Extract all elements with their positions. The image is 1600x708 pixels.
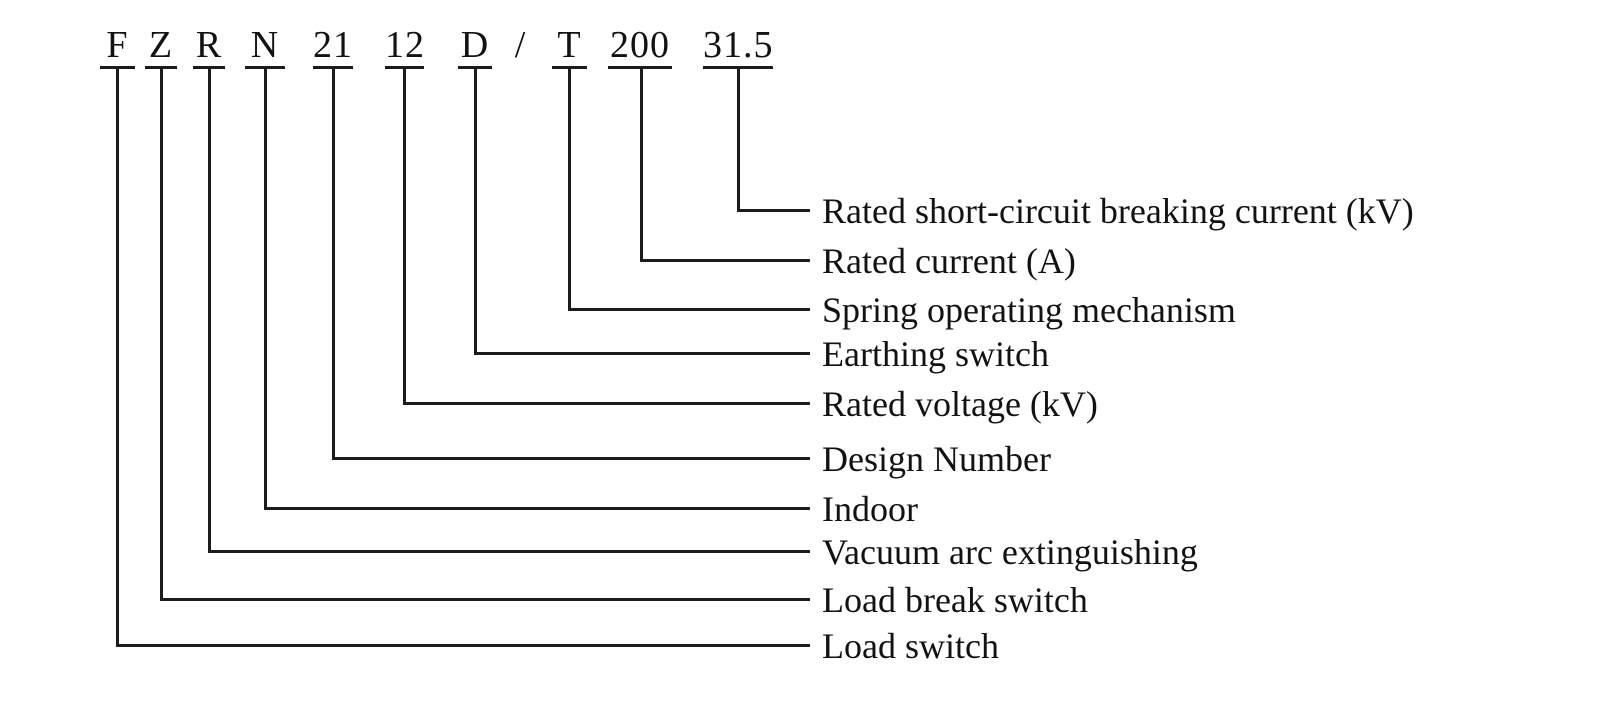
connector-t-horizontal <box>568 308 810 311</box>
connector-31-5-horizontal <box>737 209 810 212</box>
label-indoor: Indoor <box>822 489 918 529</box>
connector-12-horizontal <box>403 402 810 405</box>
connector-t-vertical <box>568 69 571 311</box>
code-num-200: 200 <box>608 24 672 69</box>
code-char-t: T <box>552 24 587 69</box>
connector-n-horizontal <box>264 507 810 510</box>
label-rated-current: Rated current (A) <box>822 241 1076 281</box>
connector-r-horizontal <box>208 550 810 553</box>
code-char-r: R <box>193 24 225 69</box>
connector-21-vertical <box>332 69 335 460</box>
code-char-d: D <box>458 24 492 69</box>
code-num-12: 12 <box>385 24 424 69</box>
connector-d-vertical <box>474 69 477 355</box>
connector-d-horizontal <box>474 352 810 355</box>
label-earthing-switch: Earthing switch <box>822 334 1049 374</box>
code-char-f: F <box>100 24 135 69</box>
label-load-break-switch: Load break switch <box>822 580 1088 620</box>
connector-21-horizontal <box>332 457 810 460</box>
label-vacuum-arc-extinguishing: Vacuum arc extinguishing <box>822 532 1198 572</box>
label-rated-short-circuit-breaking-current: Rated short-circuit breaking current (kV… <box>822 191 1414 231</box>
connector-200-vertical <box>640 69 643 262</box>
connector-r-vertical <box>208 69 211 553</box>
code-separator: / <box>514 24 526 66</box>
code-num-21: 21 <box>313 24 353 69</box>
code-num-31-5: 31.5 <box>703 24 773 69</box>
code-char-z: Z <box>145 24 177 69</box>
code-char-n: N <box>245 24 285 69</box>
label-load-switch: Load switch <box>822 626 999 666</box>
connector-200-horizontal <box>640 259 810 262</box>
connector-n-vertical <box>264 69 267 510</box>
label-design-number: Design Number <box>822 439 1051 479</box>
label-rated-voltage: Rated voltage (kV) <box>822 384 1098 424</box>
connector-z-vertical <box>160 69 163 601</box>
label-spring-operating-mechanism: Spring operating mechanism <box>822 290 1236 330</box>
connector-12-vertical <box>403 69 406 405</box>
connector-31-5-vertical <box>737 69 740 212</box>
connector-f-vertical <box>116 69 119 647</box>
connector-z-horizontal <box>160 598 810 601</box>
connector-f-horizontal <box>116 644 810 647</box>
